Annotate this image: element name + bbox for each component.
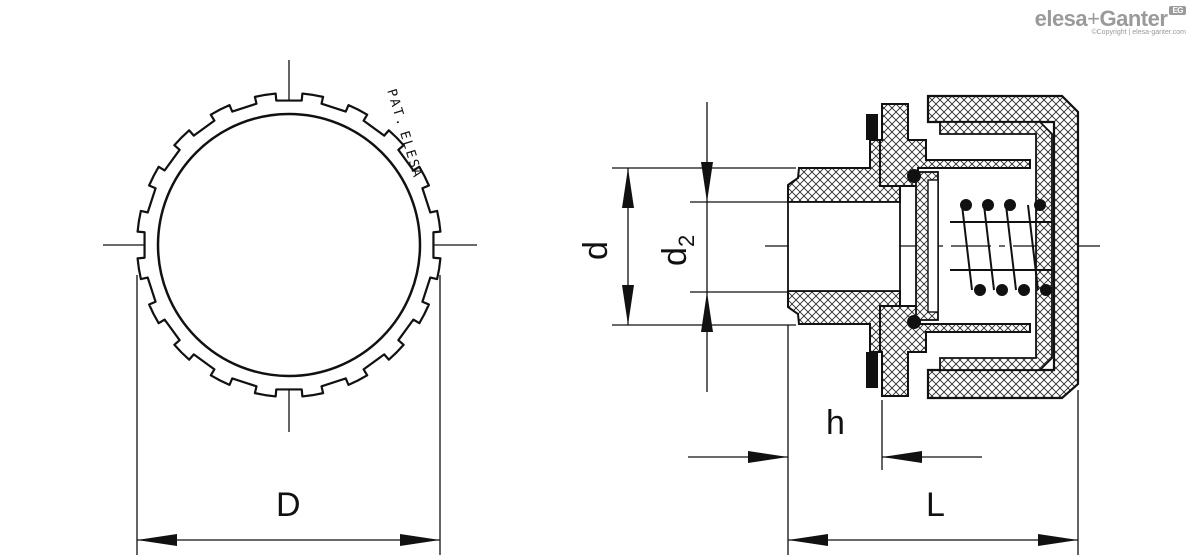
dimension-label-L: L — [926, 486, 945, 524]
knurled-outline — [136, 92, 442, 398]
o-ring-lower — [907, 315, 921, 329]
gasket-lower — [866, 352, 878, 388]
valve-disc-edge — [927, 179, 939, 313]
stem-bore — [787, 201, 901, 292]
front-view: PAT. ELESA D — [103, 60, 477, 555]
inner-circle — [156, 112, 422, 378]
outer-cap — [926, 94, 1080, 400]
brand-left: elesa — [1034, 6, 1088, 31]
dimension-label-d2-base: d — [656, 247, 694, 266]
dimension-label-d2: d 2 — [656, 235, 699, 266]
dimension-label-d: d — [577, 241, 615, 260]
dimension-label-D: D — [276, 486, 301, 524]
inner-cap — [939, 121, 1053, 371]
body-lower — [879, 305, 1031, 397]
body-upper — [879, 103, 1031, 187]
spring — [950, 199, 1052, 296]
brand-badge: EG — [1169, 6, 1186, 15]
brand-right: Ganter — [1099, 6, 1168, 31]
brand-copyright: ©Copyright | elesa-ganter.com — [1091, 29, 1186, 36]
dimension-label-h: h — [826, 404, 845, 442]
gasket-upper — [866, 114, 878, 140]
section-view: d d 2 h L — [577, 94, 1100, 555]
o-ring-upper — [907, 169, 921, 183]
dimension-label-d2-sub: 2 — [674, 235, 699, 247]
engraving-line1: PAT. — [383, 87, 409, 129]
brand-plus: + — [1087, 6, 1100, 31]
